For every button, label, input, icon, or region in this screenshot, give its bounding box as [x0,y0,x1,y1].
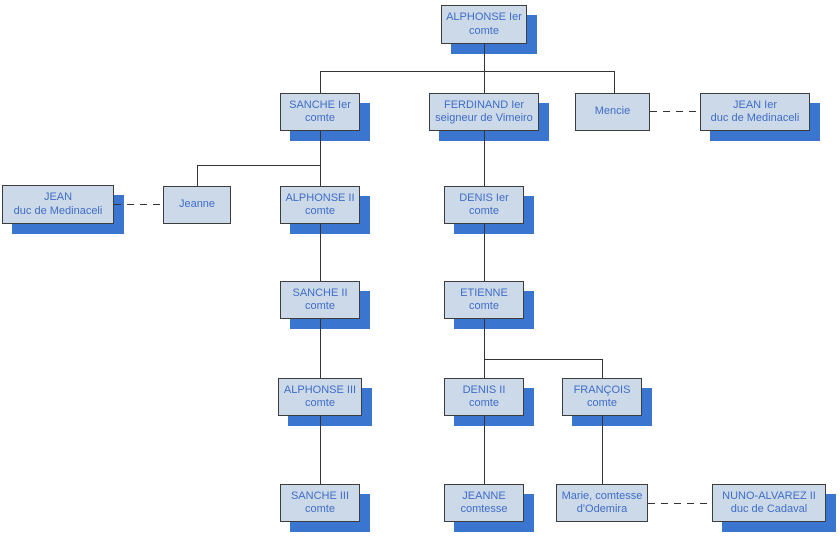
node-name-label: Jeanne [178,198,216,211]
descent-line [484,359,602,360]
node-name-label: ETIENNE [460,286,508,299]
marriage-dashed-line [650,111,700,112]
node-title-label: comte [305,112,335,124]
node-title-label: duc de Medinaceli [13,204,103,217]
node-name-label: SANCHE II [292,286,348,299]
node-title-label: d'Odemira [576,503,628,515]
node-title-label: comte [305,397,335,409]
descent-line [484,224,485,281]
node-name-label: DENIS Ier [459,191,509,204]
descent-line [484,359,485,378]
node-name-label: JEAN [43,191,73,203]
descent-line [320,224,321,281]
descent-line [484,319,485,359]
node-title-label: comte [469,397,499,409]
descent-line [320,319,321,378]
node-title-label: comte [305,503,335,515]
descent-line [320,131,321,165]
descent-line [602,359,603,378]
node-title-label: comte [469,24,499,37]
node-title-label: comte [587,397,617,409]
descent-line [197,165,320,166]
descent-line [484,416,485,484]
node-title-label: comte [469,205,499,217]
descent-line [484,43,485,71]
node-name-label: ALPHONSE III [283,383,357,396]
node-name-label: ALPHONSE Ier [446,11,522,23]
node-name-label: FERDINAND Ier [443,98,525,111]
node-name-label: SANCHE III [290,489,350,502]
node-title-label: comte [305,205,335,217]
node-name-label: ALPHONSE II [285,191,355,204]
node-jeanne-epouse: Jeanne [163,186,231,224]
marriage-dashed-line [114,204,163,205]
node-name-label: JEANNE [462,489,506,502]
descent-line [320,71,321,93]
node-title-label: duc de Medinaceli [710,112,800,124]
node-name-label: Mencie [594,105,631,118]
descent-line [320,416,321,484]
node-name-label: JEAN Ier [732,98,777,111]
node-name-label: DENIS II [462,383,506,396]
descent-line [484,71,485,93]
node-mencie: Mencie [575,93,650,131]
node-name-label: FRANÇOIS [573,383,631,396]
descent-line [484,131,485,186]
node-name-label: SANCHE Ier [289,98,351,111]
node-title-label: comte [469,300,499,312]
node-title-label: comtesse [460,503,508,515]
node-title-label: seigneur de Vimeiro [435,112,533,124]
descent-line [197,165,198,186]
node-title-label: duc de Cadaval [730,503,808,515]
node-name-label: Marie, comtesse [561,489,643,502]
node-name-label: NUNO-ALVAREZ II [722,489,816,502]
node-title-label: comte [305,300,335,312]
descent-line [614,71,615,93]
descent-line [320,165,321,186]
marriage-dashed-line [648,503,712,504]
descent-line [602,416,603,484]
descent-line [320,71,614,72]
